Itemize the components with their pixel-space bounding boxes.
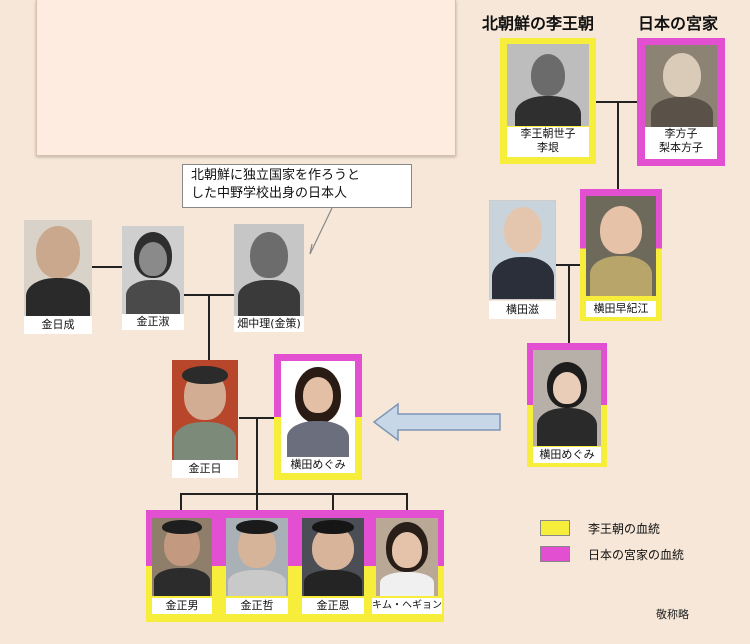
label-kim-il-sung: 金日成 (24, 316, 92, 334)
label-kim-jong-un: 金正恩 (302, 598, 364, 614)
label-kim-jong-nam: 金正男 (152, 598, 212, 614)
callout-line-1: 北朝鮮に独立国家を作ろうと (191, 168, 361, 183)
connector (180, 493, 408, 495)
connector (208, 294, 210, 360)
connector (406, 493, 408, 513)
header-ri-dynasty: 北朝鮮の李王朝 (482, 14, 595, 33)
callout-box: 北朝鮮に独立国家を作ろうと した中野学校出身の日本人 (182, 164, 412, 208)
label-yokota-shigeru: 横田滋 (489, 301, 556, 319)
photo-kim-jong-un (302, 518, 364, 596)
label-kim-hye-gyong: キム・ヘギョン (372, 598, 442, 614)
label-yokota-megumi-right: 横田めぐみ (533, 447, 601, 463)
label-kim-jong-chul: 金正哲 (226, 598, 288, 614)
photo-yokota-shigeru (489, 200, 556, 300)
label-yokota-sakie: 横田早紀江 (586, 301, 656, 317)
photo-yokota-sakie (586, 196, 656, 296)
photo-kim-jong-chul (226, 518, 288, 596)
callout-pointer (309, 207, 333, 255)
photo-kim-jong-il (172, 360, 238, 460)
label-ri-masako-birth-name: 梨本方子 (659, 141, 703, 154)
connector (256, 493, 258, 513)
callout-line-2: した中野学校出身の日本人 (191, 186, 348, 201)
photo-kim-hye-gyong (376, 518, 438, 596)
label-hatanaka: 畑中理(金策) (234, 316, 304, 332)
arrow-left-icon (372, 402, 501, 442)
label-ri-gyu-name: 李垠 (537, 141, 559, 154)
photo-ri-masako (645, 45, 717, 127)
connector (617, 101, 619, 193)
label-kim-jong-il: 金正日 (172, 460, 238, 478)
connector (332, 493, 334, 513)
blank-panel (36, 0, 456, 156)
legend-label-yellow: 李王朝の血統 (588, 522, 661, 536)
photo-yokota-megumi-right (533, 350, 601, 446)
connector (256, 417, 258, 493)
legend-label-magenta: 日本の宮家の血統 (588, 548, 685, 562)
photo-kim-il-sung (24, 220, 92, 316)
legend-swatch-magenta (540, 546, 570, 562)
photo-ri-gyu (507, 44, 589, 126)
photo-yokota-megumi-center (281, 361, 355, 457)
connector (568, 264, 570, 344)
label-ri-masako-name: 李方子 (664, 127, 698, 140)
connector (180, 493, 182, 513)
photo-hatanaka (234, 224, 304, 316)
header-japanese-imperial: 日本の宮家 (638, 14, 719, 33)
photo-kim-jong-nam (152, 518, 212, 596)
legend-swatch-yellow (540, 520, 570, 536)
label-yokota-megumi-center: 横田めぐみ (281, 457, 355, 473)
label-kim-jong-suk: 金正淑 (122, 314, 184, 330)
connector (92, 266, 122, 268)
label-ri-gyu-title: 李王朝世子 (520, 127, 576, 140)
photo-kim-jong-suk (122, 226, 184, 314)
honorifics-omitted-note: 敬称略 (656, 608, 689, 621)
